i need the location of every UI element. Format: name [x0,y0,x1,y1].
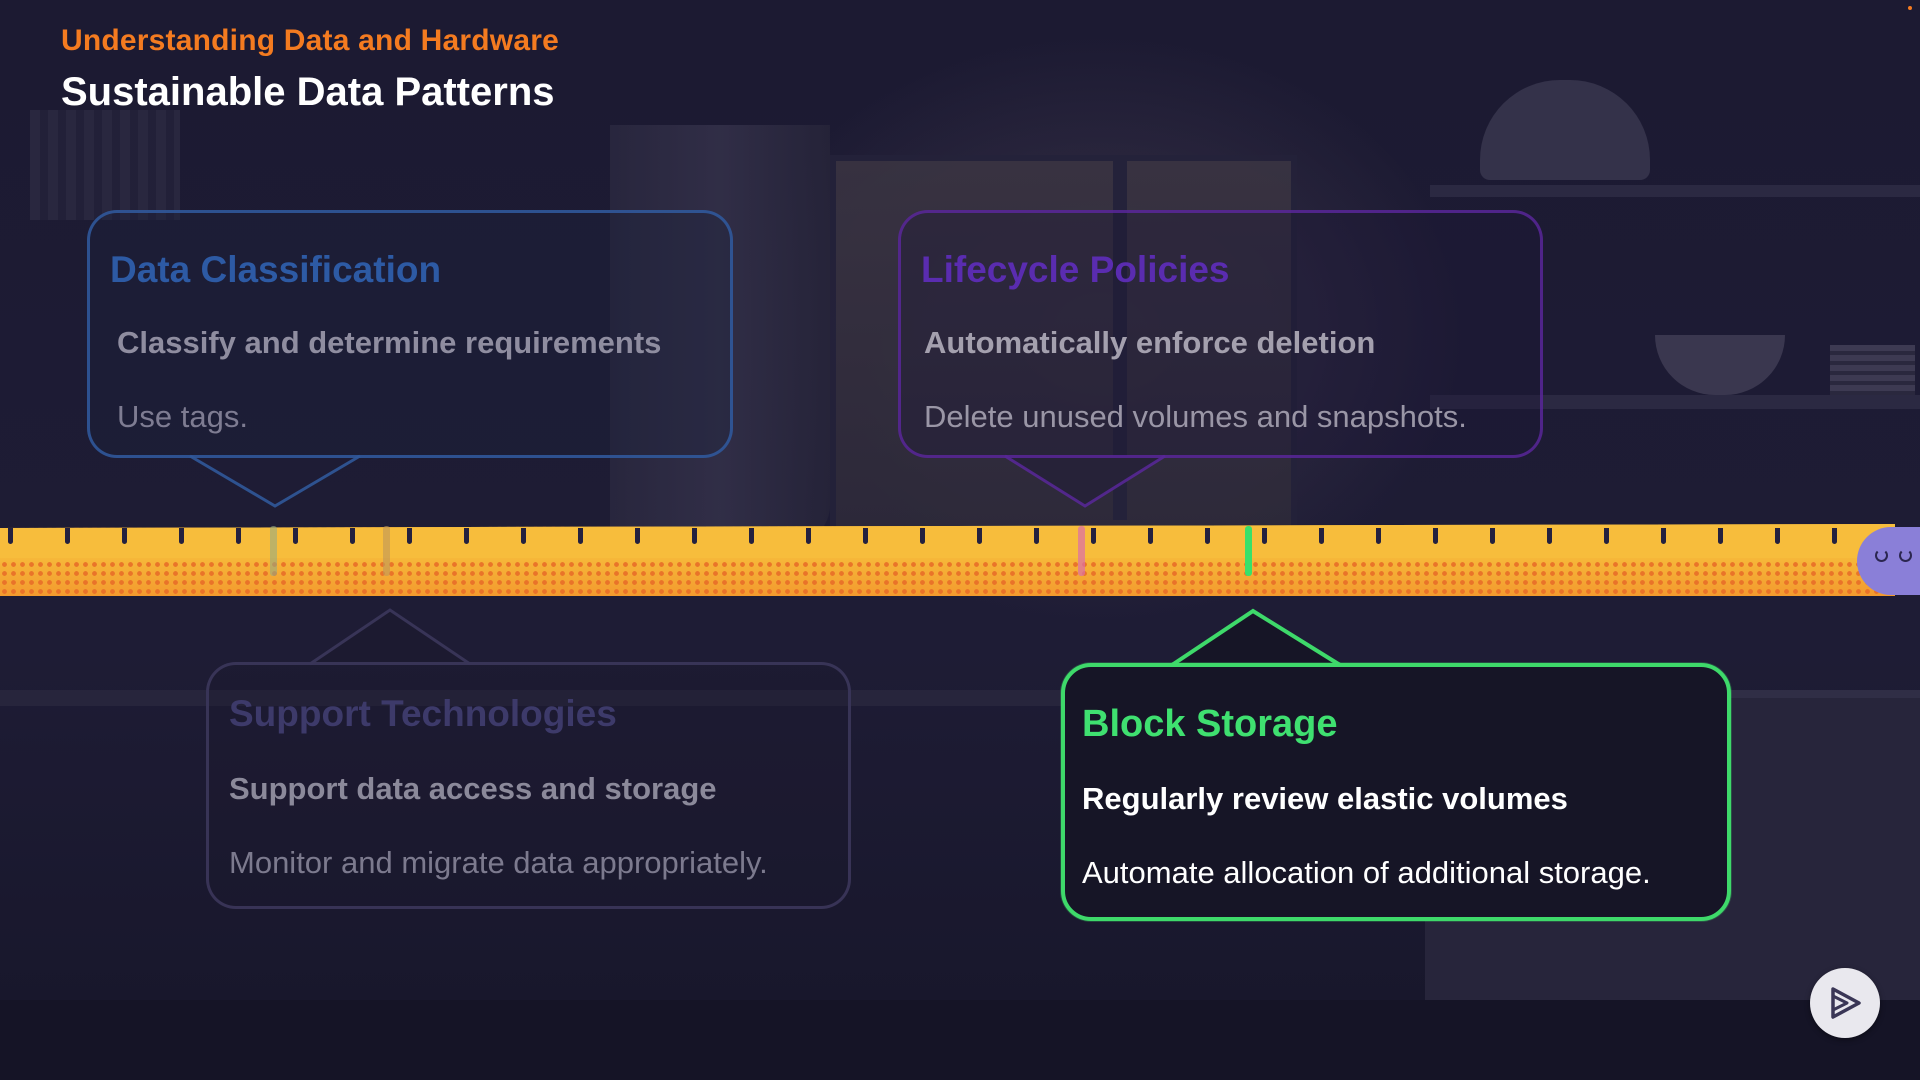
timeline-tick [692,528,697,544]
card-title: Support Technologies [229,693,617,734]
background-bowl [1655,335,1785,395]
timeline-tick [1832,528,1837,544]
timeline-tick [122,528,127,544]
card-block-storage: Block Storage Regularly review elastic v… [1061,663,1731,921]
timeline-tick [293,528,298,544]
timeline-ticks [0,524,1895,596]
card-title: Data Classification [110,249,442,290]
background-plates [1830,345,1915,395]
timeline-tick [806,528,811,544]
card-detail: Delete unused volumes and snapshots. [924,399,1467,434]
mascot-eye-icon [1899,549,1912,562]
timeline-tick [578,528,583,544]
play-icon [1831,987,1861,1019]
card-detail: Use tags. [117,399,248,434]
card-subtitle: Automatically enforce deletion [924,325,1376,360]
timeline-tick [1205,528,1210,544]
card-subtitle: Support data access and storage [229,771,717,806]
timeline-tick [1604,528,1609,544]
timeline-tick [920,528,925,544]
timeline-tick [407,528,412,544]
timeline-tick [8,528,13,544]
card-title: Block Storage [1082,703,1338,745]
card-title: Lifecycle Policies [921,249,1230,290]
pointer-support [309,608,471,666]
timeline-tick [1148,528,1153,544]
timeline-tick [1376,528,1381,544]
background-shelf-left [30,110,180,220]
timeline-tick [977,528,982,544]
timeline-marker-support [383,526,390,576]
card-lifecycle-policies: Lifecycle Policies Automatically enforce… [898,210,1543,458]
play-button[interactable] [1810,968,1880,1038]
timeline-tick [1433,528,1438,544]
timeline-tick [635,528,640,544]
background-floor [0,1000,1920,1080]
timeline-tick [1661,528,1666,544]
timeline-tick [1775,528,1780,544]
background-pot [1480,80,1650,180]
timeline-tick [1034,528,1039,544]
course-title: Understanding Data and Hardware [61,24,559,57]
card-detail: Monitor and migrate data appropriately. [229,845,768,880]
timeline-tick [1091,528,1096,544]
timeline-tick [236,528,241,544]
timeline-tick [521,528,526,544]
timeline-tick [1262,528,1267,544]
timeline-tick [749,528,754,544]
card-support-technologies: Support Technologies Support data access… [206,662,851,909]
timeline-tick [350,528,355,544]
timeline-tick [1319,528,1324,544]
card-subtitle: Regularly review elastic volumes [1082,781,1568,816]
timeline-marker-lifecycle [1078,526,1085,576]
timeline-bar [0,524,1895,596]
pointer-lifecycle [1004,454,1166,508]
timeline-tick [1490,528,1495,544]
card-subtitle: Classify and determine requirements [117,325,662,360]
timeline-tick [65,528,70,544]
card-data-classification: Data Classification Classify and determi… [87,210,733,458]
mascot-creature [1857,527,1920,595]
timeline-tick [1718,528,1723,544]
card-detail: Automate allocation of additional storag… [1082,855,1651,890]
timeline-marker-block-storage [1245,526,1252,576]
timeline-marker-classification [270,526,277,576]
mascot-eye-icon [1875,549,1888,562]
timeline-tick [464,528,469,544]
corner-dot [1908,6,1912,10]
background-shelf-upper [1430,185,1920,197]
pointer-classification [189,454,361,508]
module-title: Sustainable Data Patterns [61,70,555,114]
pointer-block-storage [1170,608,1342,667]
timeline-tick [863,528,868,544]
timeline-tick [179,528,184,544]
timeline-tick [1547,528,1552,544]
